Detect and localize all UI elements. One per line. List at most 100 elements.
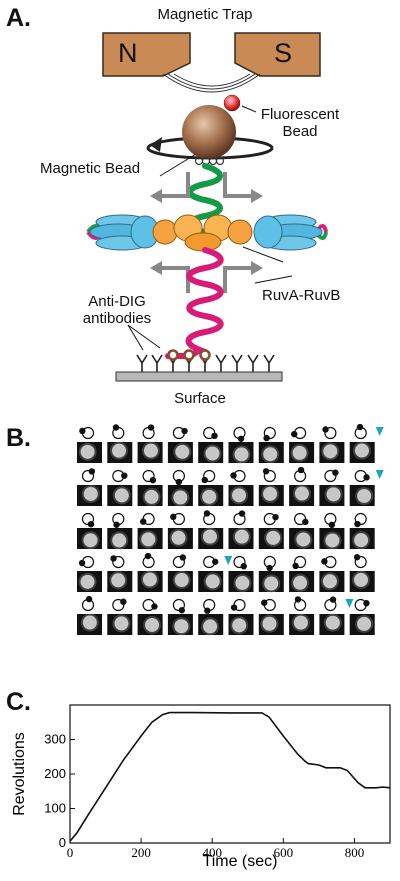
bead-position-dot — [211, 558, 219, 565]
bead-position-dot — [203, 510, 211, 517]
fluorescent-spot — [357, 616, 372, 631]
bead-position-dot — [88, 468, 96, 475]
x-tick-label: 600 — [274, 845, 294, 860]
orbit-marker-icon — [142, 469, 155, 483]
x-tick-label: 800 — [345, 845, 365, 860]
fluorescent-bead-label: Fluorescent Bead — [260, 106, 340, 141]
fluorescent-spot — [325, 615, 340, 630]
magnetic-bead-label: Magnetic Bead — [40, 160, 141, 177]
bead-position-dot — [354, 520, 361, 528]
magnet-pole-n — [102, 32, 191, 77]
glass-surface — [115, 371, 283, 382]
pole-s-label: S — [274, 38, 293, 68]
orbit-marker-icon — [203, 469, 216, 483]
fluorescent-spot — [322, 574, 337, 589]
fluorescent-spot — [232, 488, 247, 503]
bead-position-dot — [211, 432, 218, 440]
bead-position-dot — [302, 518, 309, 526]
bead-position-dot — [363, 600, 370, 607]
fluorescent-spot — [112, 443, 127, 458]
ruva-tetramer — [152, 214, 253, 252]
fluorescent-spot — [175, 444, 190, 459]
magnetic-field-lines — [162, 73, 261, 93]
orbit-marker-icon — [112, 598, 125, 612]
fluorescent-spot — [114, 488, 129, 503]
bead-position-dot — [266, 564, 273, 572]
dna-lower-coil — [185, 247, 224, 359]
fluorescent-spot — [293, 575, 308, 590]
bead-position-dot — [120, 598, 127, 605]
full-turn-marker-icon — [224, 556, 233, 565]
bead-position-dot — [322, 426, 329, 433]
bead-position-dot — [201, 476, 208, 484]
fluorescent-spot — [353, 572, 368, 587]
fluorescent-spot — [202, 529, 217, 544]
bead-position-dot — [170, 513, 177, 521]
anti-dig-antibodies-label: Anti-DIG antibodies — [82, 293, 152, 328]
orbit-marker-icon — [263, 426, 276, 440]
bead-position-dot — [181, 427, 188, 435]
bead-position-dot — [262, 468, 270, 475]
fluorescent-spot — [205, 446, 220, 461]
bead-position-dot — [261, 599, 268, 606]
dig-labels — [167, 349, 211, 361]
fluorescent-spot — [205, 574, 220, 589]
bead-position-dot — [292, 562, 299, 570]
panel-b-label: B. — [6, 424, 31, 452]
fluorescent-spot — [111, 573, 126, 588]
bead-position-dot — [238, 510, 246, 517]
bead-position-dot — [332, 469, 339, 476]
magnet-pole-s — [234, 32, 321, 77]
panel-a-label: A. — [6, 4, 31, 32]
bead-position-dot — [297, 466, 305, 474]
fluorescent-spot — [264, 576, 279, 591]
fluorescent-spot — [82, 615, 97, 630]
fluorescent-spot — [323, 444, 338, 459]
fluorescent-spot — [145, 617, 160, 632]
fluorescent-spot — [266, 530, 281, 545]
fluorescent-spot — [292, 445, 307, 460]
fluorescent-spot — [325, 533, 340, 548]
bead-position-dot — [237, 435, 245, 442]
fluorescent-spot — [112, 533, 127, 548]
orbit-marker-icon — [294, 555, 307, 569]
orbit-marker-icon — [324, 426, 337, 440]
fluorescent-spot — [294, 486, 309, 501]
fluorescent-spot — [293, 615, 308, 630]
x-tick-label: 200 — [131, 845, 151, 860]
bead-position-dot — [272, 513, 279, 521]
fluorescent-spot — [203, 619, 218, 634]
magnetic-tweezers-diagram — [86, 32, 328, 382]
y-tick-label: 100 — [44, 801, 66, 816]
fluorescent-spot — [326, 487, 341, 502]
fluorescent-spot — [232, 618, 247, 633]
bead-position-dot — [356, 423, 364, 431]
fluorescent-spot — [144, 489, 159, 504]
bead-position-dot — [353, 554, 361, 561]
fluorescent-spot — [296, 532, 311, 547]
fluorescent-spot — [234, 529, 249, 544]
fluorescent-spot — [354, 443, 369, 458]
fluorescent-spot — [142, 572, 157, 587]
fluorescent-spot — [171, 530, 186, 545]
fluorescent-spot — [235, 575, 250, 590]
fluorescent-spot — [357, 488, 372, 503]
orbit-marker-icon — [354, 555, 367, 569]
x-tick-label: 400 — [202, 845, 222, 860]
fluorescent-spot — [83, 533, 98, 548]
bead-position-dot — [230, 472, 237, 479]
fluorescent-spot — [174, 572, 189, 587]
bead-position-dot — [230, 604, 238, 611]
rotation-arrowhead — [150, 137, 162, 152]
fluorescent-spot — [143, 443, 158, 458]
bead-position-dot — [363, 474, 370, 481]
fluorescent-spot — [173, 490, 188, 505]
revolutions-series-0 — [69, 711, 391, 842]
plot-frame — [69, 704, 391, 844]
x-axis-label: Time (sec) — [203, 853, 278, 870]
orbit-marker-icon — [112, 555, 125, 569]
bead-position-dot — [149, 476, 157, 484]
orbit-marker-icon — [263, 469, 276, 483]
bead-position-dot — [204, 607, 211, 614]
